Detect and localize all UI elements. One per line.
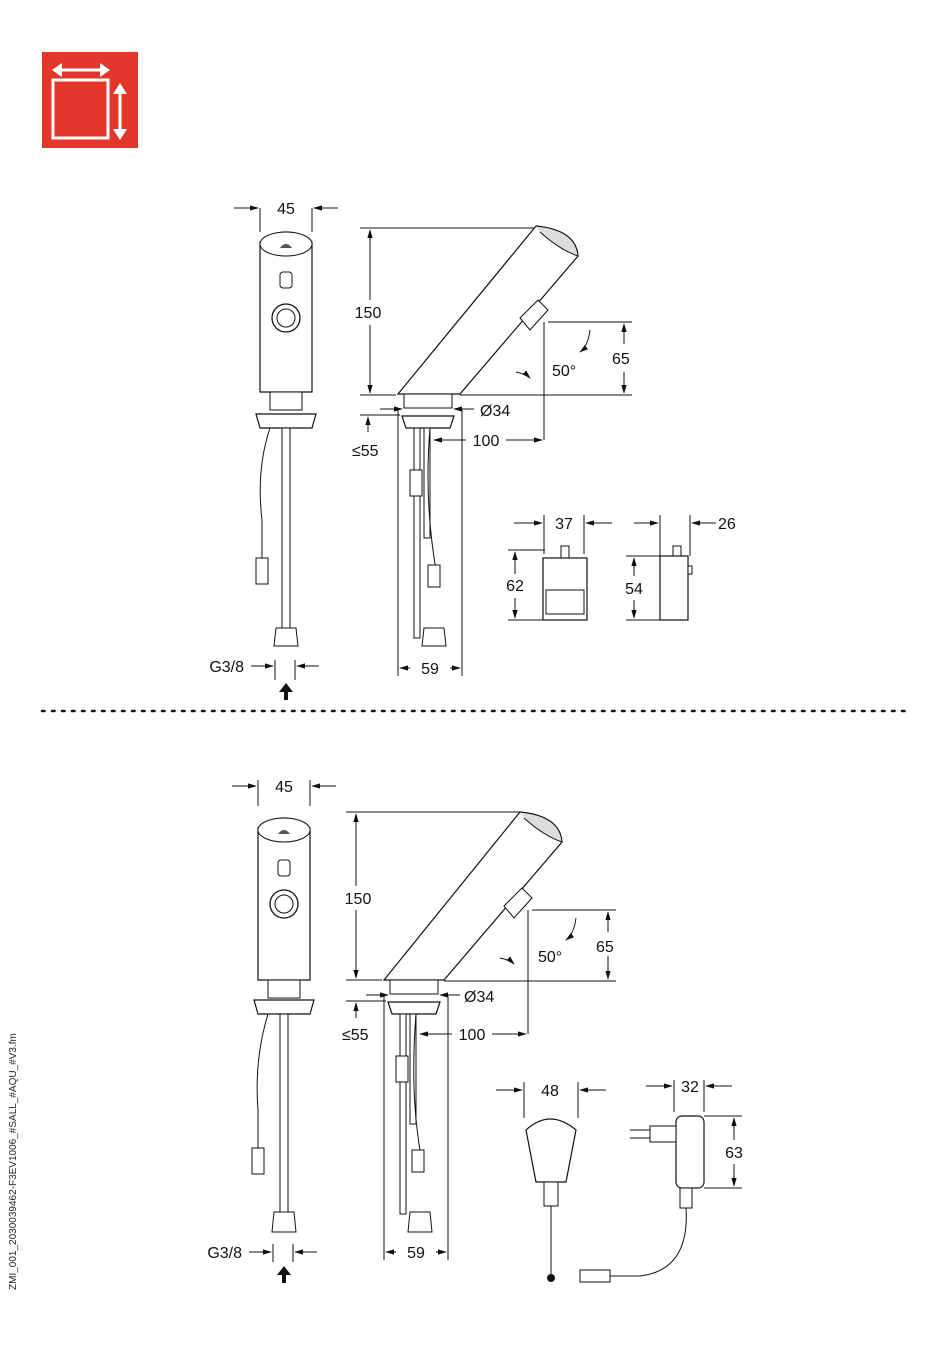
top-hose-width-label: 59 bbox=[421, 661, 439, 678]
top-connection-label: G3/8 bbox=[209, 659, 244, 676]
top-width-label: 45 bbox=[277, 201, 295, 218]
side-view: 150 65 50° Ø34 bbox=[352, 226, 632, 678]
module1-width-label: 37 bbox=[555, 516, 573, 533]
transformer-width-label: 48 bbox=[541, 1083, 559, 1100]
side-view-2: 150 65 50° Ø34 ≤55 bbox=[342, 812, 616, 1262]
top-angle-label: 50° bbox=[552, 363, 576, 380]
module2-height-label: 54 bbox=[625, 581, 643, 598]
top-height-label: 150 bbox=[355, 305, 382, 322]
module1-height-label: 62 bbox=[506, 578, 524, 595]
top-thickness-label: ≤55 bbox=[352, 443, 379, 460]
bottom-angle-label: 50° bbox=[538, 949, 562, 966]
water-inlet-icon bbox=[279, 683, 293, 700]
transformer: 48 bbox=[496, 1082, 606, 1282]
power-adapter: 32 63 bbox=[580, 1079, 743, 1282]
water-inlet-icon-2 bbox=[277, 1266, 291, 1283]
front-view: 45 G3/8 bbox=[209, 201, 338, 700]
top-reach-label: 100 bbox=[473, 433, 500, 450]
bottom-variant: 45 G3/8 150 bbox=[207, 779, 743, 1283]
control-module: 37 62 26 54 bbox=[506, 515, 736, 620]
bottom-diameter-label: Ø34 bbox=[464, 989, 494, 1006]
bottom-height-label: 150 bbox=[345, 891, 372, 908]
bottom-hose-width-label: 59 bbox=[407, 1245, 425, 1262]
bottom-thickness-label: ≤55 bbox=[342, 1027, 369, 1044]
adapter-height-label: 63 bbox=[725, 1145, 743, 1162]
bottom-reach-label: 100 bbox=[459, 1027, 486, 1044]
adapter-depth-label: 32 bbox=[681, 1079, 699, 1096]
dimensions-icon bbox=[42, 52, 138, 148]
bottom-connection-label: G3/8 bbox=[207, 1245, 242, 1262]
top-variant: 45 G3/8 150 bbox=[209, 201, 736, 700]
side-code: ZMI_001_2030039462-F3EV1006_#SALL_#AQU_#… bbox=[8, 1033, 19, 1290]
top-diameter-label: Ø34 bbox=[480, 403, 510, 420]
top-sensor-height-label: 65 bbox=[612, 351, 630, 368]
front-view-2: 45 G3/8 bbox=[207, 779, 336, 1283]
module2-width-label: 26 bbox=[718, 516, 736, 533]
bottom-width-label: 45 bbox=[275, 779, 293, 796]
bottom-sensor-height-label: 65 bbox=[596, 939, 614, 956]
